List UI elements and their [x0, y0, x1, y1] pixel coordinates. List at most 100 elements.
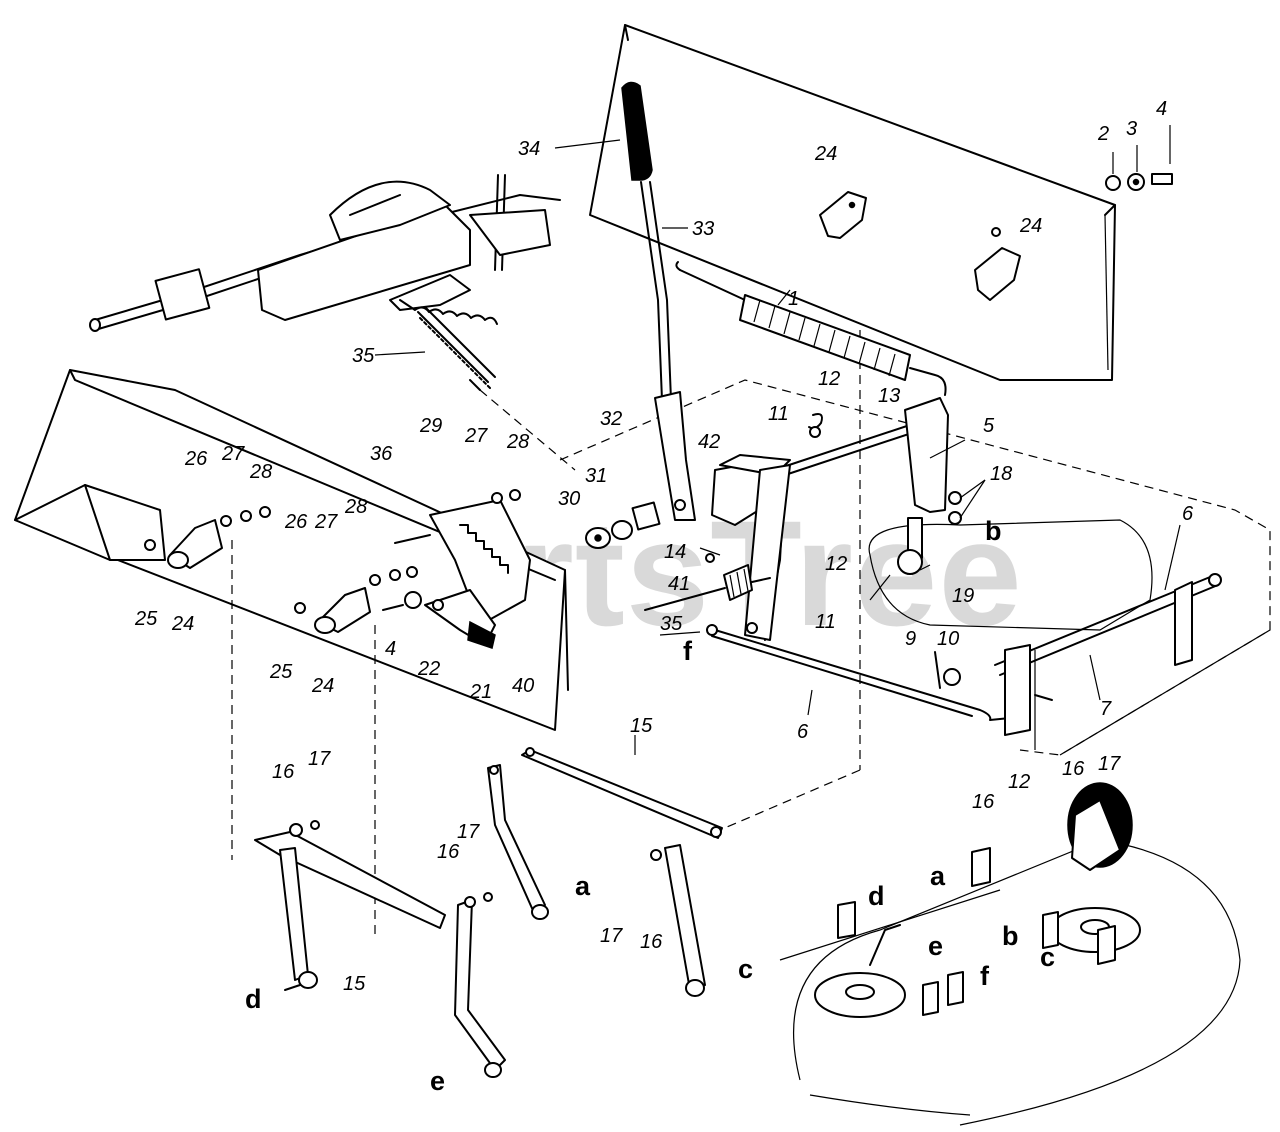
label-41: 41: [668, 573, 690, 595]
panel-bracket-lower: [974, 227, 1021, 301]
label-32: 32: [600, 408, 622, 430]
label-35: 35: [352, 345, 375, 367]
panel-bracket-upper: [819, 191, 867, 239]
label-4: 4: [1156, 98, 1167, 120]
transmission-assembly: [89, 174, 561, 332]
label-13: 13: [878, 385, 900, 407]
label-12: 12: [825, 553, 847, 575]
label-11: 11: [815, 611, 836, 633]
leader-lines: [374, 139, 1181, 755]
label-28: 28: [506, 431, 529, 453]
label-3: 3: [1126, 118, 1137, 140]
label-27: 27: [314, 511, 338, 533]
rod-6: [706, 624, 1011, 721]
label-27: 27: [221, 443, 245, 465]
label-6: 6: [797, 721, 809, 743]
label-16: 16: [640, 931, 663, 953]
spring-41: [644, 553, 771, 611]
callout-numbers: 34 33 24 2 3 4 24 1 35 12 13 11 5 32 42 …: [134, 98, 1194, 995]
label-34: 34: [518, 138, 540, 160]
link-arm-e: [454, 892, 506, 1078]
label-18: 18: [990, 463, 1012, 485]
label-21: 21: [469, 681, 492, 703]
label-11: 11: [768, 403, 789, 425]
label-5: 5: [983, 415, 995, 437]
small-hardware: [144, 489, 521, 614]
label-28: 28: [249, 461, 272, 483]
label-c: c: [738, 954, 753, 984]
label-26: 26: [284, 511, 308, 533]
label-b: b: [1002, 921, 1019, 951]
label-4: 4: [385, 638, 396, 660]
panel-bolt-2-3-4: [1105, 125, 1173, 191]
label-f: f: [683, 636, 693, 666]
label-16: 16: [272, 761, 295, 783]
label-2: 2: [1097, 123, 1109, 145]
label-16: 16: [972, 791, 995, 813]
label-17: 17: [308, 748, 331, 770]
label-12: 12: [1008, 771, 1030, 793]
label-b: b: [985, 516, 1002, 546]
label-27: 27: [464, 425, 488, 447]
label-1: 1: [788, 288, 799, 310]
link-arm-a: [487, 764, 549, 920]
callout-letters: b f a c d e a d b e f c: [245, 516, 1055, 1096]
lift-lever: [621, 81, 696, 521]
cross-shaft-7: [934, 573, 1222, 736]
spring-35-upper: [399, 299, 576, 471]
label-25: 25: [269, 661, 293, 683]
label-24: 24: [814, 143, 837, 165]
label-16: 16: [437, 841, 460, 863]
label-25: 25: [134, 608, 158, 630]
label-31: 31: [585, 465, 607, 487]
label-d: d: [868, 881, 885, 911]
label-36: 36: [370, 443, 393, 465]
clip-12-upper: [808, 413, 823, 438]
label-f: f: [980, 961, 990, 991]
label-17: 17: [600, 925, 623, 947]
label-e: e: [430, 1066, 445, 1096]
mower-deck: [779, 782, 1241, 1126]
label-33: 33: [692, 218, 714, 240]
label-16: 16: [1062, 758, 1085, 780]
label-28: 28: [344, 496, 367, 518]
label-c: c: [1040, 942, 1055, 972]
label-12: 12: [818, 368, 840, 390]
label-40: 40: [512, 675, 534, 697]
label-15: 15: [343, 973, 366, 995]
rod-13: [779, 397, 949, 575]
frame-plate: [559, 330, 1271, 831]
label-6: 6: [1182, 503, 1194, 525]
label-35: 35: [660, 613, 683, 635]
link-arm-c: [650, 844, 706, 997]
label-15: 15: [630, 715, 653, 737]
label-9: 9: [905, 628, 916, 650]
label-10: 10: [937, 628, 959, 650]
label-e: e: [928, 931, 943, 961]
label-26: 26: [184, 448, 208, 470]
pivot-bracket: [711, 454, 791, 641]
label-a: a: [575, 871, 591, 901]
label-17: 17: [1098, 753, 1121, 775]
label-42: 42: [698, 431, 720, 453]
pivot-arm-24-left: [167, 519, 223, 569]
label-24: 24: [171, 613, 194, 635]
label-24: 24: [1019, 215, 1042, 237]
bolts-18: [948, 491, 962, 525]
label-29: 29: [419, 415, 442, 437]
label-24: 24: [311, 675, 334, 697]
label-22: 22: [417, 658, 440, 680]
label-17: 17: [457, 821, 480, 843]
label-7: 7: [1100, 698, 1112, 720]
link-15-left: [254, 820, 446, 991]
label-30: 30: [558, 488, 580, 510]
label-d: d: [245, 984, 262, 1014]
label-19: 19: [952, 585, 974, 607]
spring-1: [675, 261, 947, 396]
label-a: a: [930, 861, 946, 891]
left-side-panel: [14, 369, 569, 940]
lever-21: [424, 589, 496, 649]
label-14: 14: [664, 541, 686, 563]
link-15-right: [521, 747, 723, 839]
